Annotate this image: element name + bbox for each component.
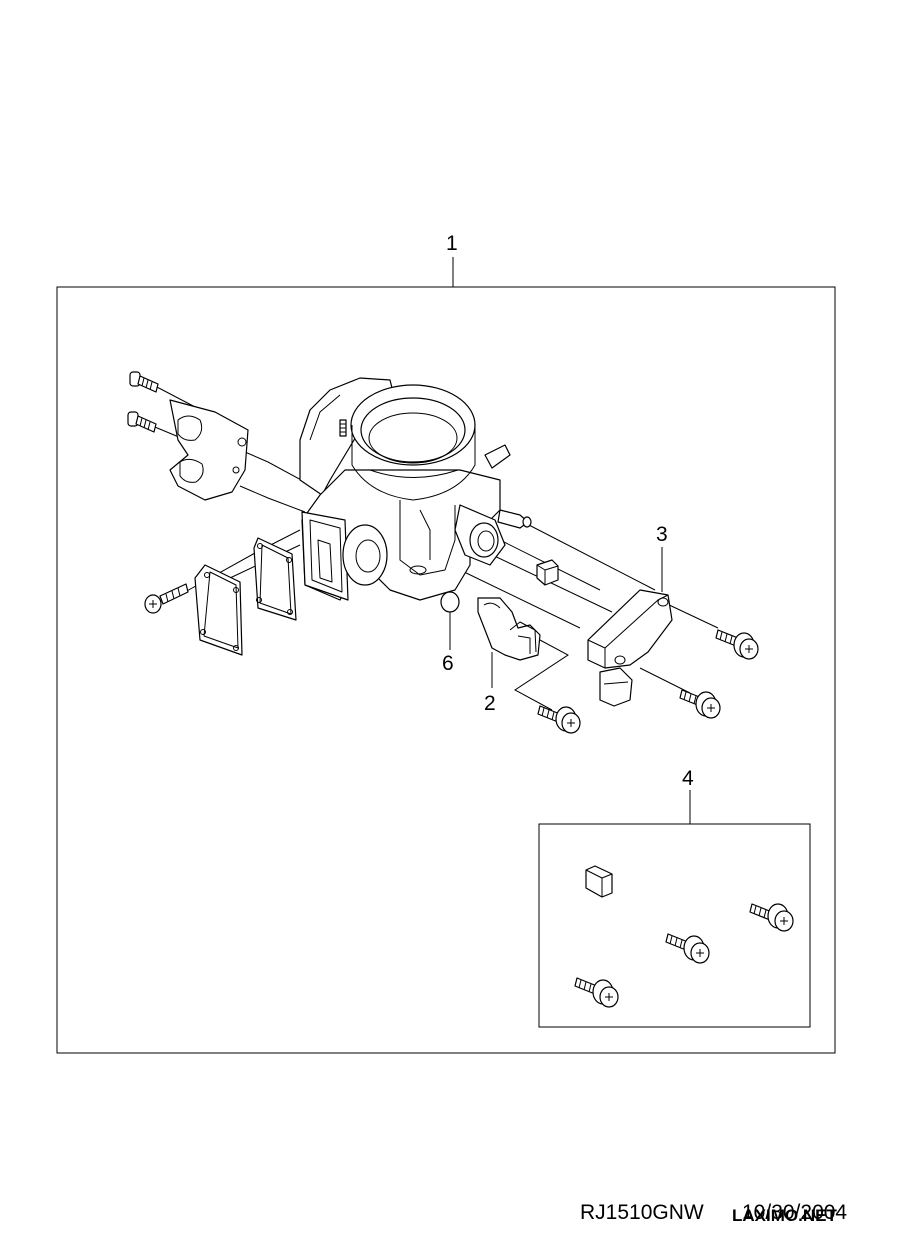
callout-1: 1: [446, 232, 458, 255]
drawing-code: RJ1510GNW: [580, 1201, 704, 1224]
o-ring: [440, 591, 460, 613]
footer: RJ1510GNW 10/30/2004 LAXIMO.NET: [580, 1201, 880, 1231]
throttle-body: [299, 377, 532, 601]
spacer-block: [536, 559, 559, 586]
callout-2: 2: [484, 692, 496, 715]
cover-screw: [144, 583, 189, 614]
sensor-screw-upper: [715, 629, 759, 660]
callout-4: 4: [682, 767, 694, 790]
mounting-bracket: [169, 399, 249, 501]
callout-6: 6: [442, 652, 454, 675]
assembly-frame: [56, 286, 836, 1054]
kit-frame: [538, 823, 811, 1028]
kit-screw-b: [665, 933, 710, 964]
watermark: LAXIMO.NET: [732, 1206, 837, 1225]
bracket-bolt-lower: [127, 411, 157, 433]
cover-plate-large: [194, 564, 243, 656]
callout-3: 3: [656, 523, 668, 546]
kit-spacer-block: [585, 865, 613, 898]
sensor-screw-lower: [679, 689, 721, 719]
valve-screw: [537, 705, 581, 734]
drawing-date: 10/30/2004: [742, 1201, 848, 1224]
bracket-bolt-upper: [129, 371, 159, 393]
cover-gasket: [253, 537, 297, 621]
kit-screw-a: [749, 903, 794, 932]
throttle-position-sensor: [587, 589, 673, 707]
idle-air-control-valve: [477, 597, 541, 661]
kit-screw-c: [574, 977, 619, 1008]
